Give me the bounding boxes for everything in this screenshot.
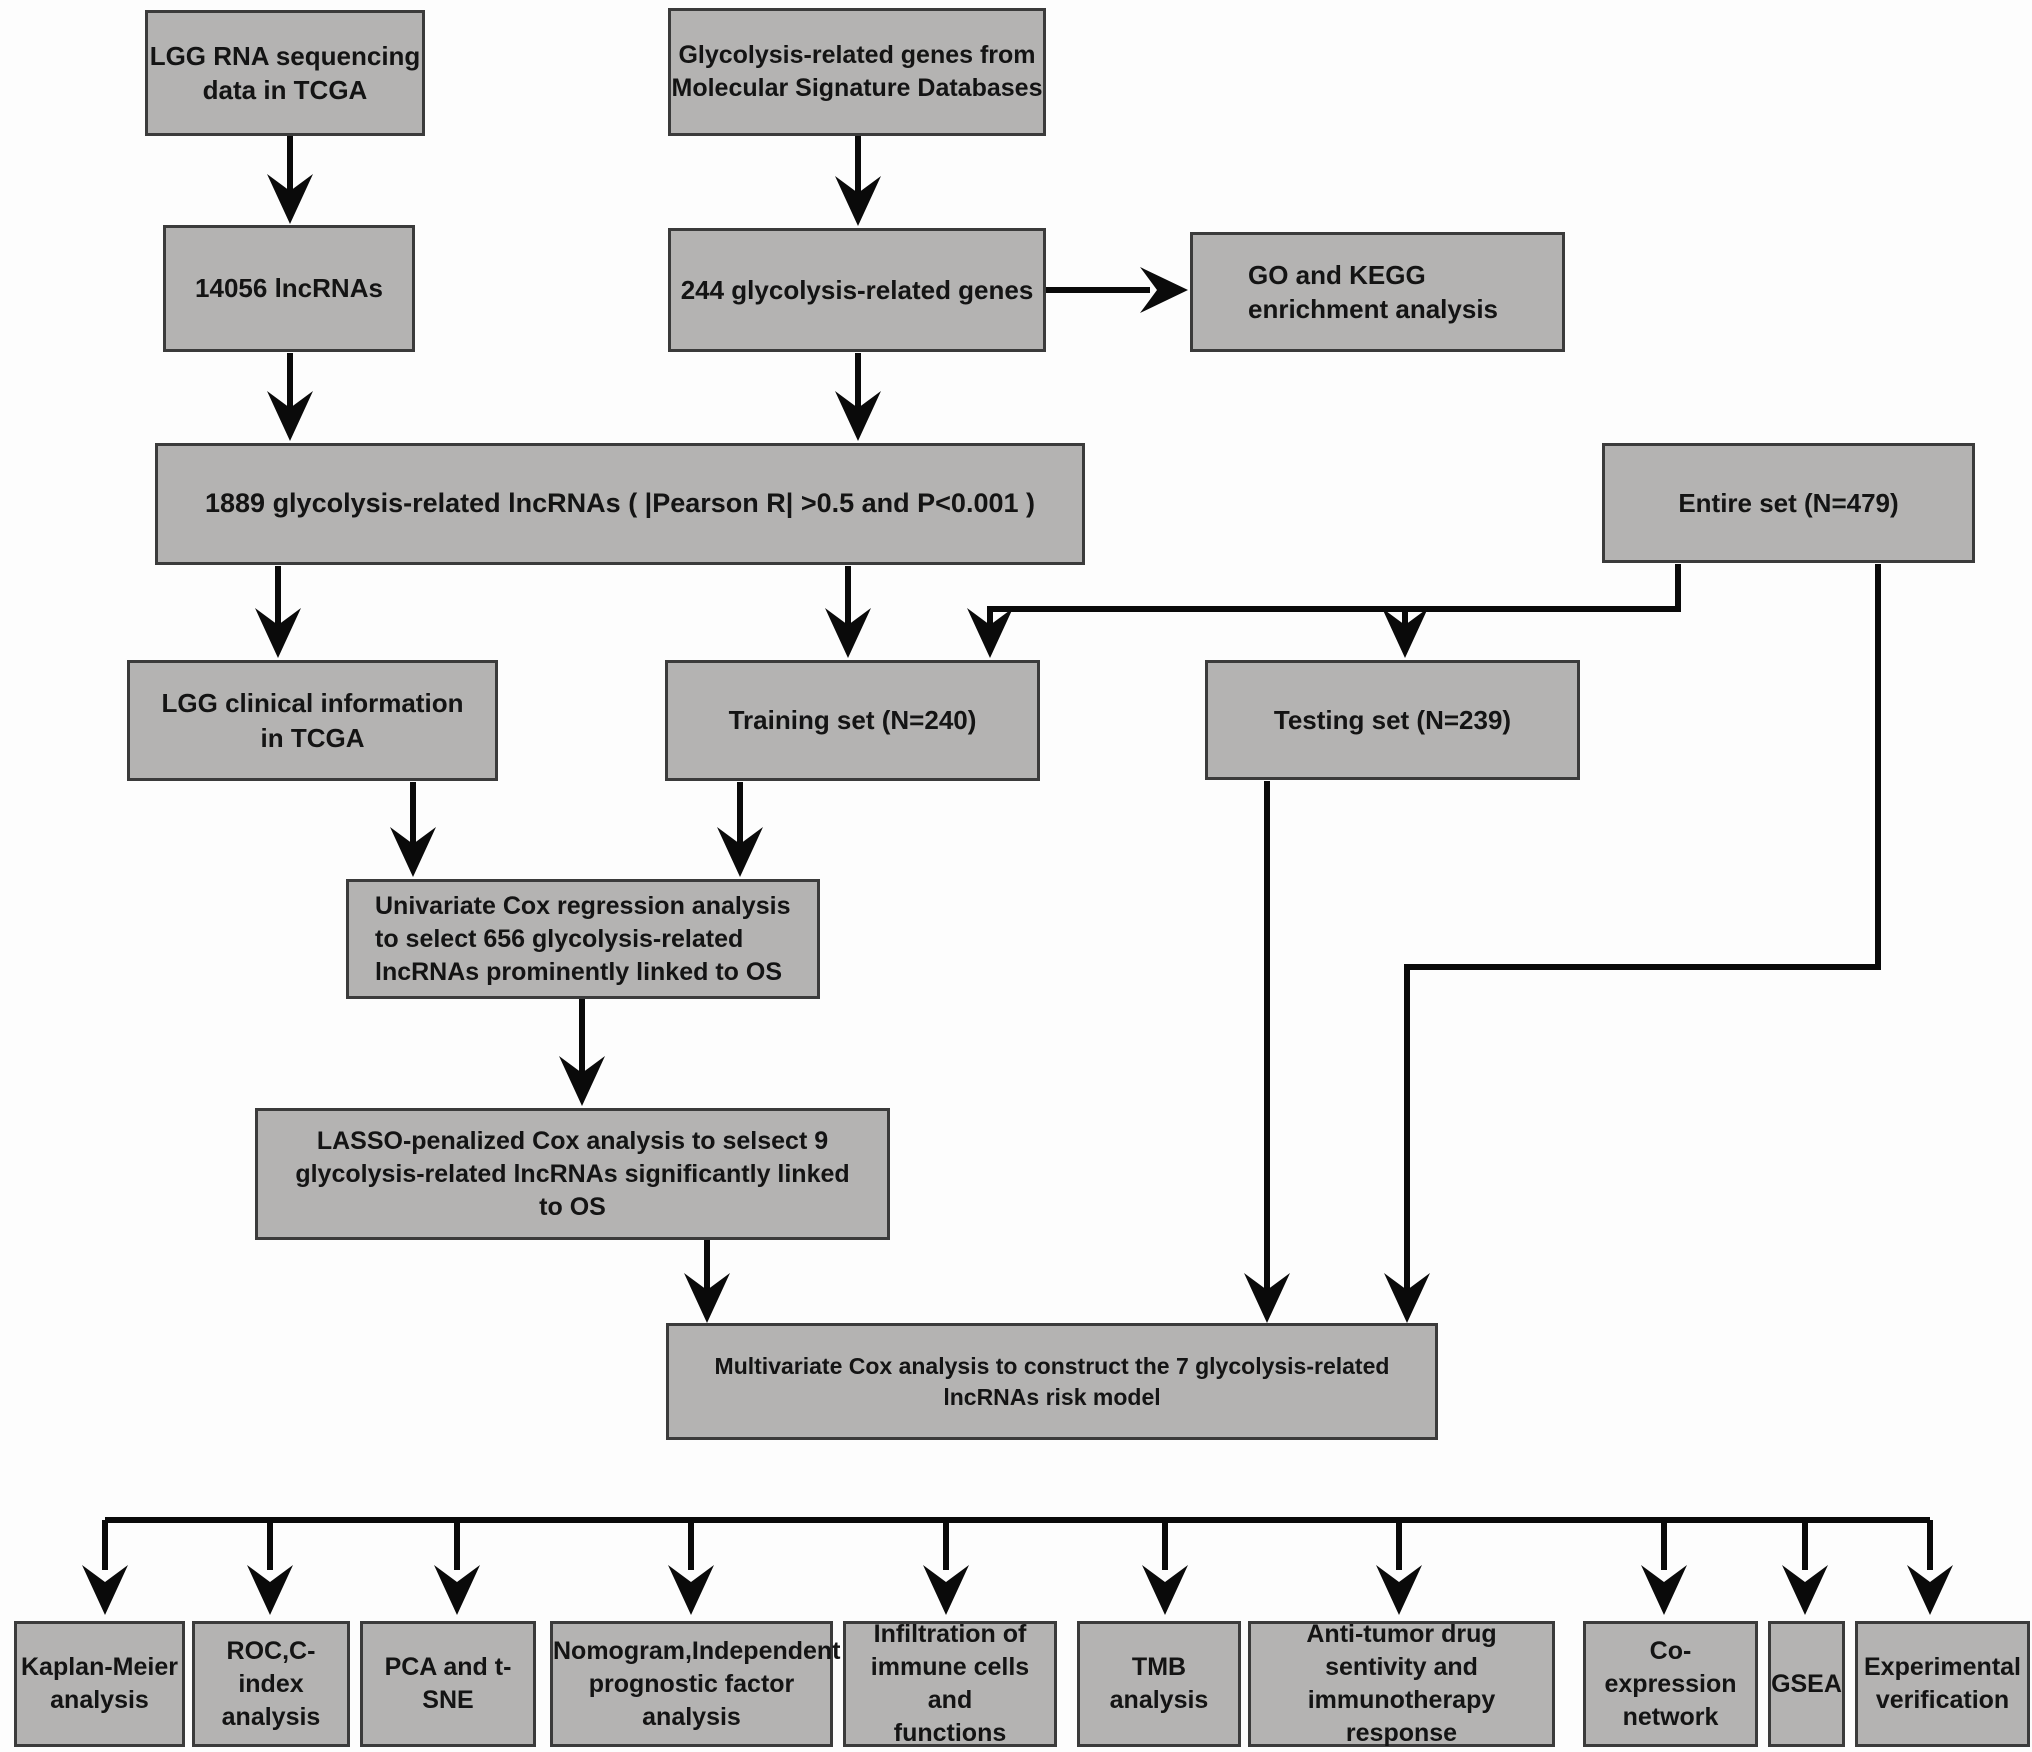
node-kaplan-meier-analysis-label: Kaplan-Meier analysis [21, 1653, 178, 1714]
node-244-glycolysis-genes-label: 244 glycolysis-related genes [680, 274, 1034, 305]
node-anti-tumor-drug-immunotherapy: Anti-tumor drug sentivity and immunother… [1248, 1620, 1555, 1747]
node-tmb-analysis: TMB analysis [1077, 1621, 1241, 1747]
node-tmb-analysis-label: TMB analysis [1109, 1653, 1209, 1714]
node-14056-lncrnas-label: 14056 lncRNAs [195, 273, 383, 304]
node-pca-tsne-label: PCA and t-SNE [384, 1653, 512, 1714]
node-1889-glycolysis-lncrnas-label: 1889 glycolysis-related lncRNAs ( |Pears… [205, 488, 1035, 519]
node-immune-infiltration-label: Infiltration of immune cells and functio… [870, 1620, 1030, 1747]
node-entire-set: Entire set (N=479) [1602, 443, 1975, 563]
node-lasso-cox: LASSO-penalized Cox analysis to selsect … [255, 1108, 890, 1240]
node-nomogram-prognostic-factor: Nomogram,Independent prognostic factor a… [550, 1621, 841, 1747]
node-training-set-label: Training set (N=240) [728, 705, 977, 736]
node-go-kegg-enrichment: GO and KEGG enrichment analysis [1190, 232, 1565, 352]
arrow-lasso-to-multivariate [684, 1240, 730, 1323]
node-univariate-cox-label: Univariate Cox regression analysis to se… [375, 891, 791, 986]
arrow-training-to-univariate [717, 782, 763, 877]
arrow-1889-to-clinical [255, 566, 301, 658]
node-immune-infiltration: Infiltration of immune cells and functio… [843, 1620, 1057, 1747]
node-coexpression-network-label: Co-expression network [1604, 1636, 1737, 1731]
node-go-kegg-enrichment-label: GO and KEGG enrichment analysis [1248, 259, 1498, 324]
arrow-14056-to-1889 [267, 353, 313, 441]
arrow-1889-to-training [825, 566, 871, 658]
node-testing-set-label: Testing set (N=239) [1273, 704, 1512, 735]
node-1889-glycolysis-lncrnas: 1889 glycolysis-related lncRNAs ( |Pears… [155, 443, 1085, 565]
node-nomogram-prognostic-factor-label: Nomogram,Independent prognostic factor a… [553, 1636, 841, 1731]
node-244-glycolysis-genes: 244 glycolysis-related genes [668, 228, 1046, 352]
node-gsea-label: GSEA [1771, 1669, 1842, 1698]
node-training-set: Training set (N=240) [665, 660, 1040, 781]
node-gsea: GSEA [1768, 1621, 1845, 1747]
node-kaplan-meier-analysis: Kaplan-Meier analysis [14, 1621, 185, 1747]
node-pca-tsne: PCA and t-SNE [360, 1621, 536, 1747]
node-roc-cindex-analysis: ROC,C-index analysis [192, 1621, 350, 1747]
arrow-glyco-to-244 [835, 136, 881, 226]
node-experimental-verification: Experimental verification [1855, 1621, 2030, 1747]
node-experimental-verification-label: Experimental verification [1863, 1653, 2021, 1714]
arrow-clinical-to-univariate [390, 782, 436, 877]
arrow-testing-to-multivariate [1244, 781, 1290, 1323]
node-univariate-cox: Univariate Cox regression analysis to se… [346, 879, 820, 999]
node-glycolysis-genes-source: Glycolysis-related genes from Molecular … [668, 8, 1046, 136]
connector-entire-to-train-test [967, 564, 1681, 658]
arrow-244-to-gokegg [1046, 267, 1188, 313]
node-lasso-cox-label: LASSO-penalized Cox analysis to selsect … [295, 1126, 850, 1221]
node-multivariate-cox-risk-model-label: Multivariate Cox analysis to construct t… [714, 1353, 1390, 1410]
node-lgg-clinical-info-label: LGG clinical information in TCGA [161, 688, 464, 753]
node-lgg-rna-sequencing-label: LGG RNA sequencing data in TCGA [149, 40, 421, 105]
arrow-lggrna-to-14056 [267, 136, 313, 224]
node-glycolysis-genes-source-label: Glycolysis-related genes from Molecular … [671, 41, 1043, 102]
node-lgg-rna-sequencing: LGG RNA sequencing data in TCGA [145, 10, 425, 136]
node-testing-set: Testing set (N=239) [1205, 660, 1580, 780]
connector-entire-to-multivariate [1384, 564, 1881, 1323]
arrow-univariate-to-lasso [559, 999, 605, 1106]
node-multivariate-cox-risk-model: Multivariate Cox analysis to construct t… [666, 1323, 1438, 1440]
node-coexpression-network: Co-expression network [1583, 1621, 1758, 1747]
connector-model-to-analyses [82, 1517, 1953, 1615]
node-14056-lncrnas: 14056 lncRNAs [163, 225, 415, 352]
arrow-244-to-1889 [835, 353, 881, 441]
node-lgg-clinical-info: LGG clinical information in TCGA [127, 660, 498, 781]
node-entire-set-label: Entire set (N=479) [1678, 487, 1899, 518]
node-anti-tumor-drug-immunotherapy-label: Anti-tumor drug sentivity and immunother… [1306, 1620, 1497, 1747]
node-roc-cindex-analysis-label: ROC,C-index analysis [221, 1636, 321, 1731]
